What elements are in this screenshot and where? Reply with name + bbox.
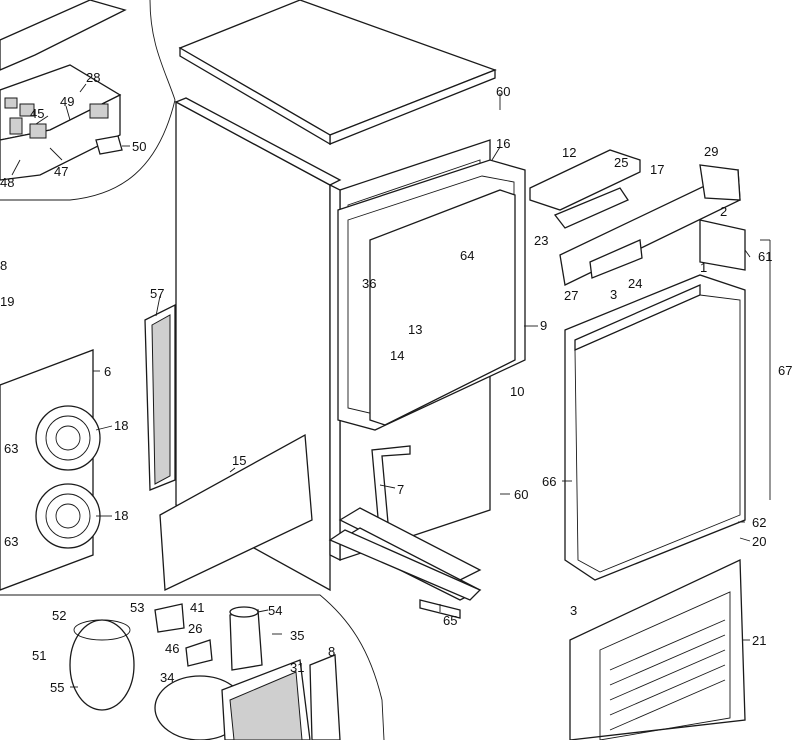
callout-49: 49 <box>60 94 74 109</box>
top-lid <box>178 0 497 146</box>
control-box-assembly <box>0 0 176 201</box>
callout-24: 24 <box>628 276 642 291</box>
callout-3-bottom: 3 <box>570 603 577 618</box>
callout-60-top: 60 <box>496 84 510 99</box>
callout-50: 50 <box>132 139 146 154</box>
front-grille <box>569 558 746 740</box>
callout-28: 28 <box>86 70 100 85</box>
door-frame <box>337 159 526 431</box>
compressor-section <box>0 594 385 740</box>
callout-48: 48 <box>0 175 14 190</box>
callout-31: 31 <box>290 660 304 675</box>
drain-and-base <box>328 445 482 619</box>
callout-18-top: 18 <box>114 418 128 433</box>
front-lower-panel <box>159 433 313 591</box>
callout-53: 53 <box>130 600 144 615</box>
callout-47: 47 <box>54 164 68 179</box>
callout-45: 45 <box>30 106 44 121</box>
callout-51: 51 <box>32 648 46 663</box>
callout-15: 15 <box>232 453 246 468</box>
callout-8-left: 8 <box>0 258 7 273</box>
callout-65: 65 <box>443 613 457 628</box>
callout-16: 16 <box>496 136 510 151</box>
callout-62: 62 <box>752 515 766 530</box>
callout-23: 23 <box>534 233 548 248</box>
callout-34: 34 <box>160 670 174 685</box>
callout-60-bottom: 60 <box>514 487 528 502</box>
callout-27: 27 <box>564 288 578 303</box>
callout-29: 29 <box>704 144 718 159</box>
callout-18-bottom: 18 <box>114 508 128 523</box>
callout-64: 64 <box>460 248 474 263</box>
callout-66: 66 <box>542 474 556 489</box>
callout-8-right: 8 <box>328 644 335 659</box>
callout-14: 14 <box>390 348 404 363</box>
callout-52: 52 <box>52 608 66 623</box>
callout-54: 54 <box>268 603 282 618</box>
callout-41: 41 <box>190 600 204 615</box>
callout-17: 17 <box>650 162 664 177</box>
callout-25: 25 <box>614 155 628 170</box>
callout-labels: 28 45 49 50 47 48 8 19 57 6 18 63 18 63 … <box>0 70 792 695</box>
callout-9: 9 <box>540 318 547 333</box>
leader-lines <box>11 83 771 688</box>
callout-61: 61 <box>758 249 772 264</box>
callout-26: 26 <box>188 621 202 636</box>
callout-67: 67 <box>778 363 792 378</box>
callout-57: 57 <box>150 286 164 301</box>
callout-63-bottom: 63 <box>4 534 18 549</box>
callout-36: 36 <box>362 276 376 291</box>
callout-10: 10 <box>510 384 524 399</box>
callout-21: 21 <box>752 633 766 648</box>
callout-20: 20 <box>752 534 766 549</box>
callout-46: 46 <box>165 641 179 656</box>
callout-63-top: 63 <box>4 441 18 456</box>
display-assembly <box>529 149 746 286</box>
callout-12: 12 <box>562 145 576 160</box>
callout-19: 19 <box>0 294 14 309</box>
callout-35: 35 <box>290 628 304 643</box>
callout-55: 55 <box>50 680 64 695</box>
fan-shroud <box>0 349 101 591</box>
callout-7: 7 <box>397 482 404 497</box>
callout-13: 13 <box>408 322 422 337</box>
cabinet-door <box>564 274 746 581</box>
callout-6: 6 <box>104 364 111 379</box>
condenser-coil <box>144 303 176 491</box>
callout-3-top: 3 <box>610 287 617 302</box>
callout-2: 2 <box>720 204 727 219</box>
callout-1: 1 <box>700 260 707 275</box>
